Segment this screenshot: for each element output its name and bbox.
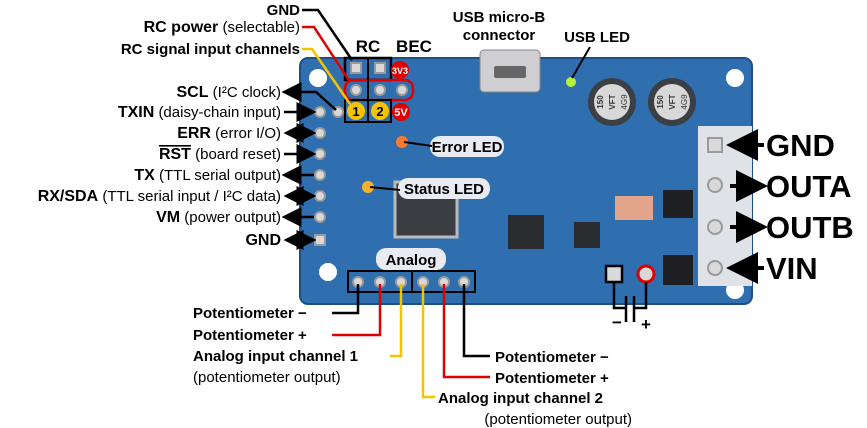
svg-text:Error LED: Error LED — [432, 139, 503, 156]
terminal-vin: VIN — [726, 251, 818, 286]
mounting-hole — [726, 69, 744, 87]
svg-text:connector: connector — [463, 27, 536, 44]
mosfet — [663, 255, 693, 285]
svg-text:GND: GND — [245, 232, 281, 249]
svg-text:VM (power output): VM (power output) — [156, 209, 281, 226]
chip — [574, 222, 600, 248]
pin-label-rx-sda: RX/SDA (TTL serial input / I²C data) — [38, 186, 317, 206]
error-led-callout — [430, 136, 504, 157]
driver-chip — [508, 215, 544, 249]
usb-led — [566, 77, 576, 87]
terminal-outb: OUTB — [730, 210, 854, 245]
analog2-input-note: (potentiometer output) — [484, 411, 632, 428]
capacitor-plus-sign: + — [641, 315, 651, 334]
error-led — [396, 136, 408, 148]
capacitor-marking-code: 4G9 — [680, 94, 689, 110]
capacitor-marking-voltage: VFT — [668, 94, 677, 109]
capacitor-marking-code: 4G9 — [620, 94, 629, 110]
svg-text:TXIN (daisy-chain input): TXIN (daisy-chain input) — [118, 104, 281, 121]
capacitor-marking-value: 150 — [596, 95, 605, 109]
svg-text:GND: GND — [766, 128, 835, 163]
svg-text:SCL (I²C clock): SCL (I²C clock) — [177, 84, 282, 101]
pin-label-scl: SCL (I²C clock) — [177, 82, 337, 111]
bec-5v-badge — [392, 103, 410, 121]
svg-text:VIN: VIN — [766, 251, 818, 286]
svg-text:3V3: 3V3 — [392, 66, 408, 76]
capacitor-symbol — [612, 282, 648, 322]
svg-text:OUTA: OUTA — [766, 169, 852, 204]
capacitor-positive-pad — [636, 264, 656, 284]
capacitor-negative-pad — [604, 264, 624, 284]
status-led — [362, 181, 374, 193]
pin-label-txin: TXIN (daisy-chain input) — [118, 102, 317, 122]
analog1-input-label: Analog input channel 1 — [193, 348, 358, 365]
pin-label-err: ERR (error I/O) — [177, 123, 317, 143]
analog-label: Analog — [386, 252, 437, 269]
analog1-pot-minus-label: Potentiometer − — [193, 305, 307, 322]
circuit-board — [300, 58, 752, 304]
svg-text:1: 1 — [352, 104, 359, 119]
usb-led-label: USB LED — [564, 29, 630, 46]
pin-label-tx: TX (TTL serial output) — [134, 165, 314, 185]
svg-text:5V: 5V — [394, 107, 408, 119]
capacitor-marking-voltage: VFT — [608, 94, 617, 109]
capacitor: 150 VFT 4G9 — [648, 78, 696, 126]
svg-text:OUTB: OUTB — [766, 210, 854, 245]
shunt-resistor — [615, 196, 653, 220]
terminal-outa: OUTA — [730, 169, 852, 204]
mounting-hole — [319, 263, 337, 281]
bec-label: BEC — [396, 37, 432, 56]
mounting-hole — [309, 69, 327, 87]
svg-text:TX (TTL serial output): TX (TTL serial output) — [134, 167, 281, 184]
terminal-gnd: GND — [726, 128, 835, 163]
rc-power-label: RC power (selectable) — [144, 19, 300, 36]
analog2-pot-minus-label: Potentiometer − — [495, 349, 609, 366]
capacitor: 150 VFT 4G9 — [588, 78, 636, 126]
rc-label: RC — [356, 37, 381, 56]
status-led-callout — [398, 178, 490, 199]
svg-text:Status LED: Status LED — [404, 181, 484, 198]
analog2-input-label: Analog input channel 2 — [438, 390, 603, 407]
bec-3v3-badge — [391, 61, 409, 79]
analog2-pot-plus-label: Potentiometer + — [495, 370, 609, 387]
analog1-pot-plus-label: Potentiometer + — [193, 327, 307, 344]
gnd-top-label: GND — [267, 2, 301, 19]
svg-text:2: 2 — [376, 104, 383, 119]
left-pin-labels: SCL (I²C clock) TXIN (daisy-chain input)… — [38, 82, 337, 250]
svg-text:ERR (error I/O): ERR (error I/O) — [177, 125, 281, 142]
rc-signal-label: RC signal input channels — [121, 41, 300, 58]
svg-text:RX/SDA (TTL serial input / I²C: RX/SDA (TTL serial input / I²C data) — [38, 188, 281, 205]
svg-text:RST (board reset): RST (board reset) — [159, 146, 281, 163]
motor-terminals — [698, 126, 752, 286]
pin-label-vm: VM (power output) — [156, 207, 314, 227]
capacitor-marking-value: 150 — [656, 95, 665, 109]
analog1-input-note: (potentiometer output) — [193, 369, 341, 386]
rc-channel-2-pin — [371, 102, 389, 120]
capacitor-minus-sign: − — [612, 313, 622, 332]
pin-label-rst: RST (board reset) — [159, 144, 317, 164]
analog-label-bg — [376, 248, 446, 270]
usb-connector-label: USB micro-B — [453, 9, 546, 26]
pin-label-gnd: GND — [245, 230, 317, 250]
mosfet — [663, 190, 693, 218]
rc-channel-1-pin — [347, 102, 365, 120]
